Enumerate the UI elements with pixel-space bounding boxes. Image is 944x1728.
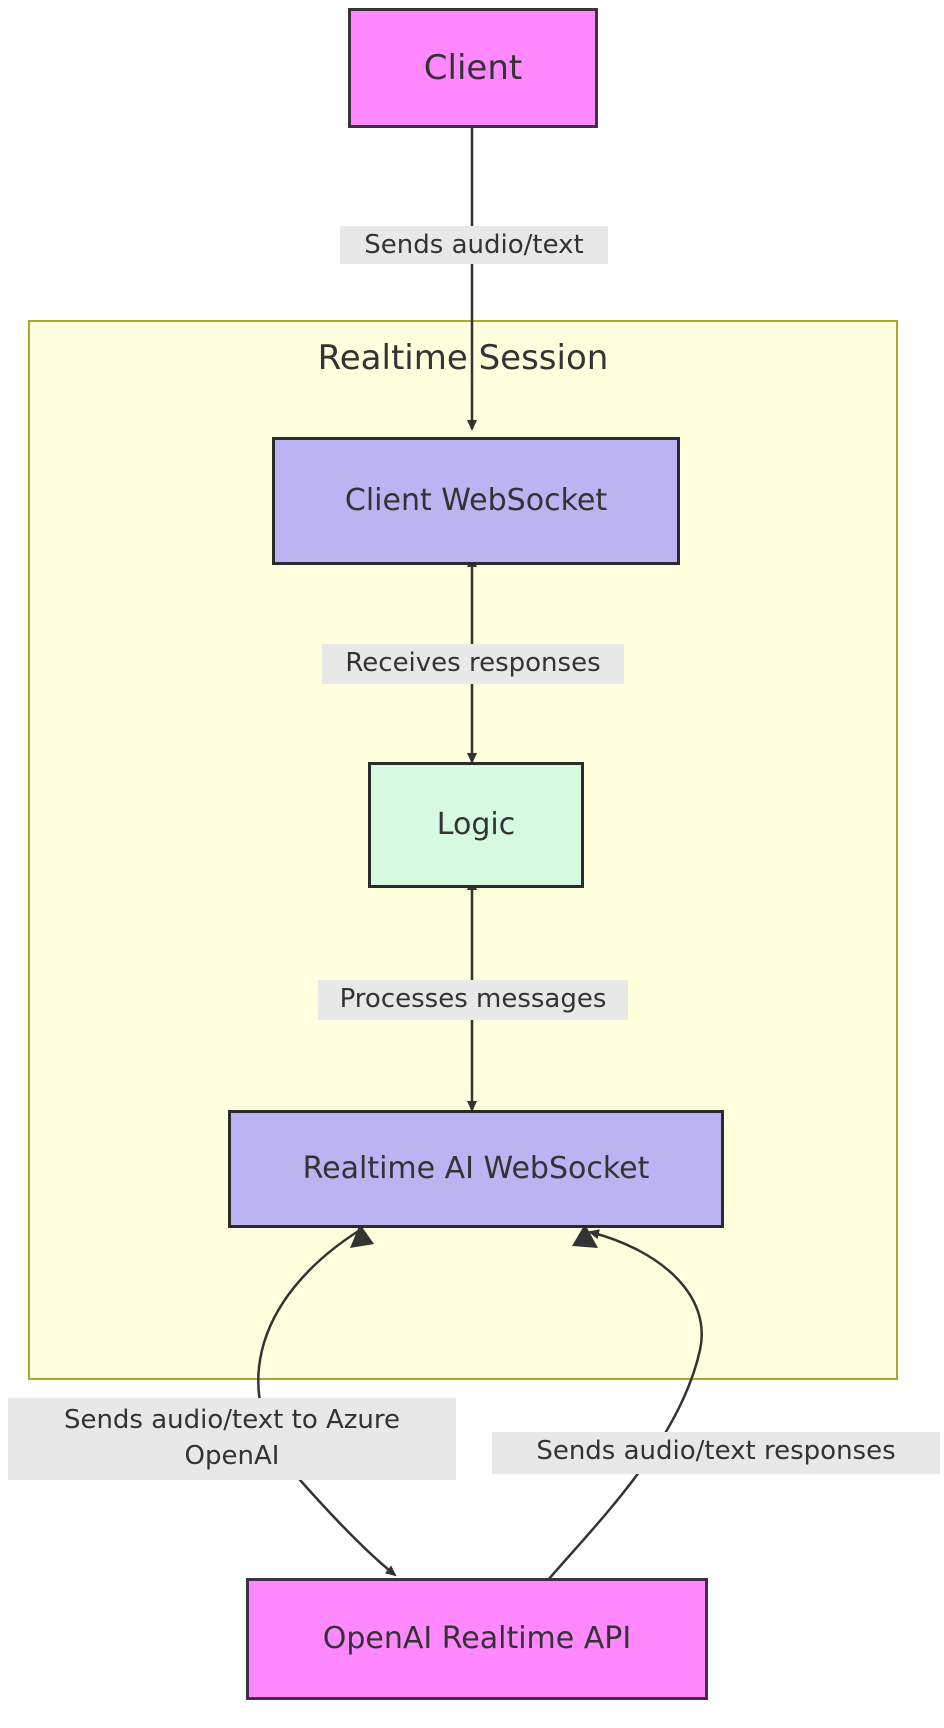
- edge-label-receives-responses: Receives responses: [322, 644, 624, 684]
- cluster-label-realtime-session: Realtime Session: [317, 338, 609, 378]
- node-logic[interactable]: Logic: [368, 762, 584, 888]
- node-client-websocket[interactable]: Client WebSocket: [272, 437, 680, 565]
- edge-label-sends-to-azure-openai: Sends audio/text to Azure OpenAI: [8, 1398, 456, 1480]
- edge-label-processes-messages: Processes messages: [318, 980, 628, 1020]
- edge-label-sends-audio-text: Sends audio/text: [340, 226, 608, 264]
- node-openai-realtime-api[interactable]: OpenAI Realtime API: [246, 1578, 708, 1700]
- edge-label-sends-audio-text-responses: Sends audio/text responses: [492, 1432, 940, 1474]
- node-client[interactable]: Client: [348, 8, 598, 128]
- node-realtime-ai-websocket[interactable]: Realtime AI WebSocket: [228, 1110, 724, 1228]
